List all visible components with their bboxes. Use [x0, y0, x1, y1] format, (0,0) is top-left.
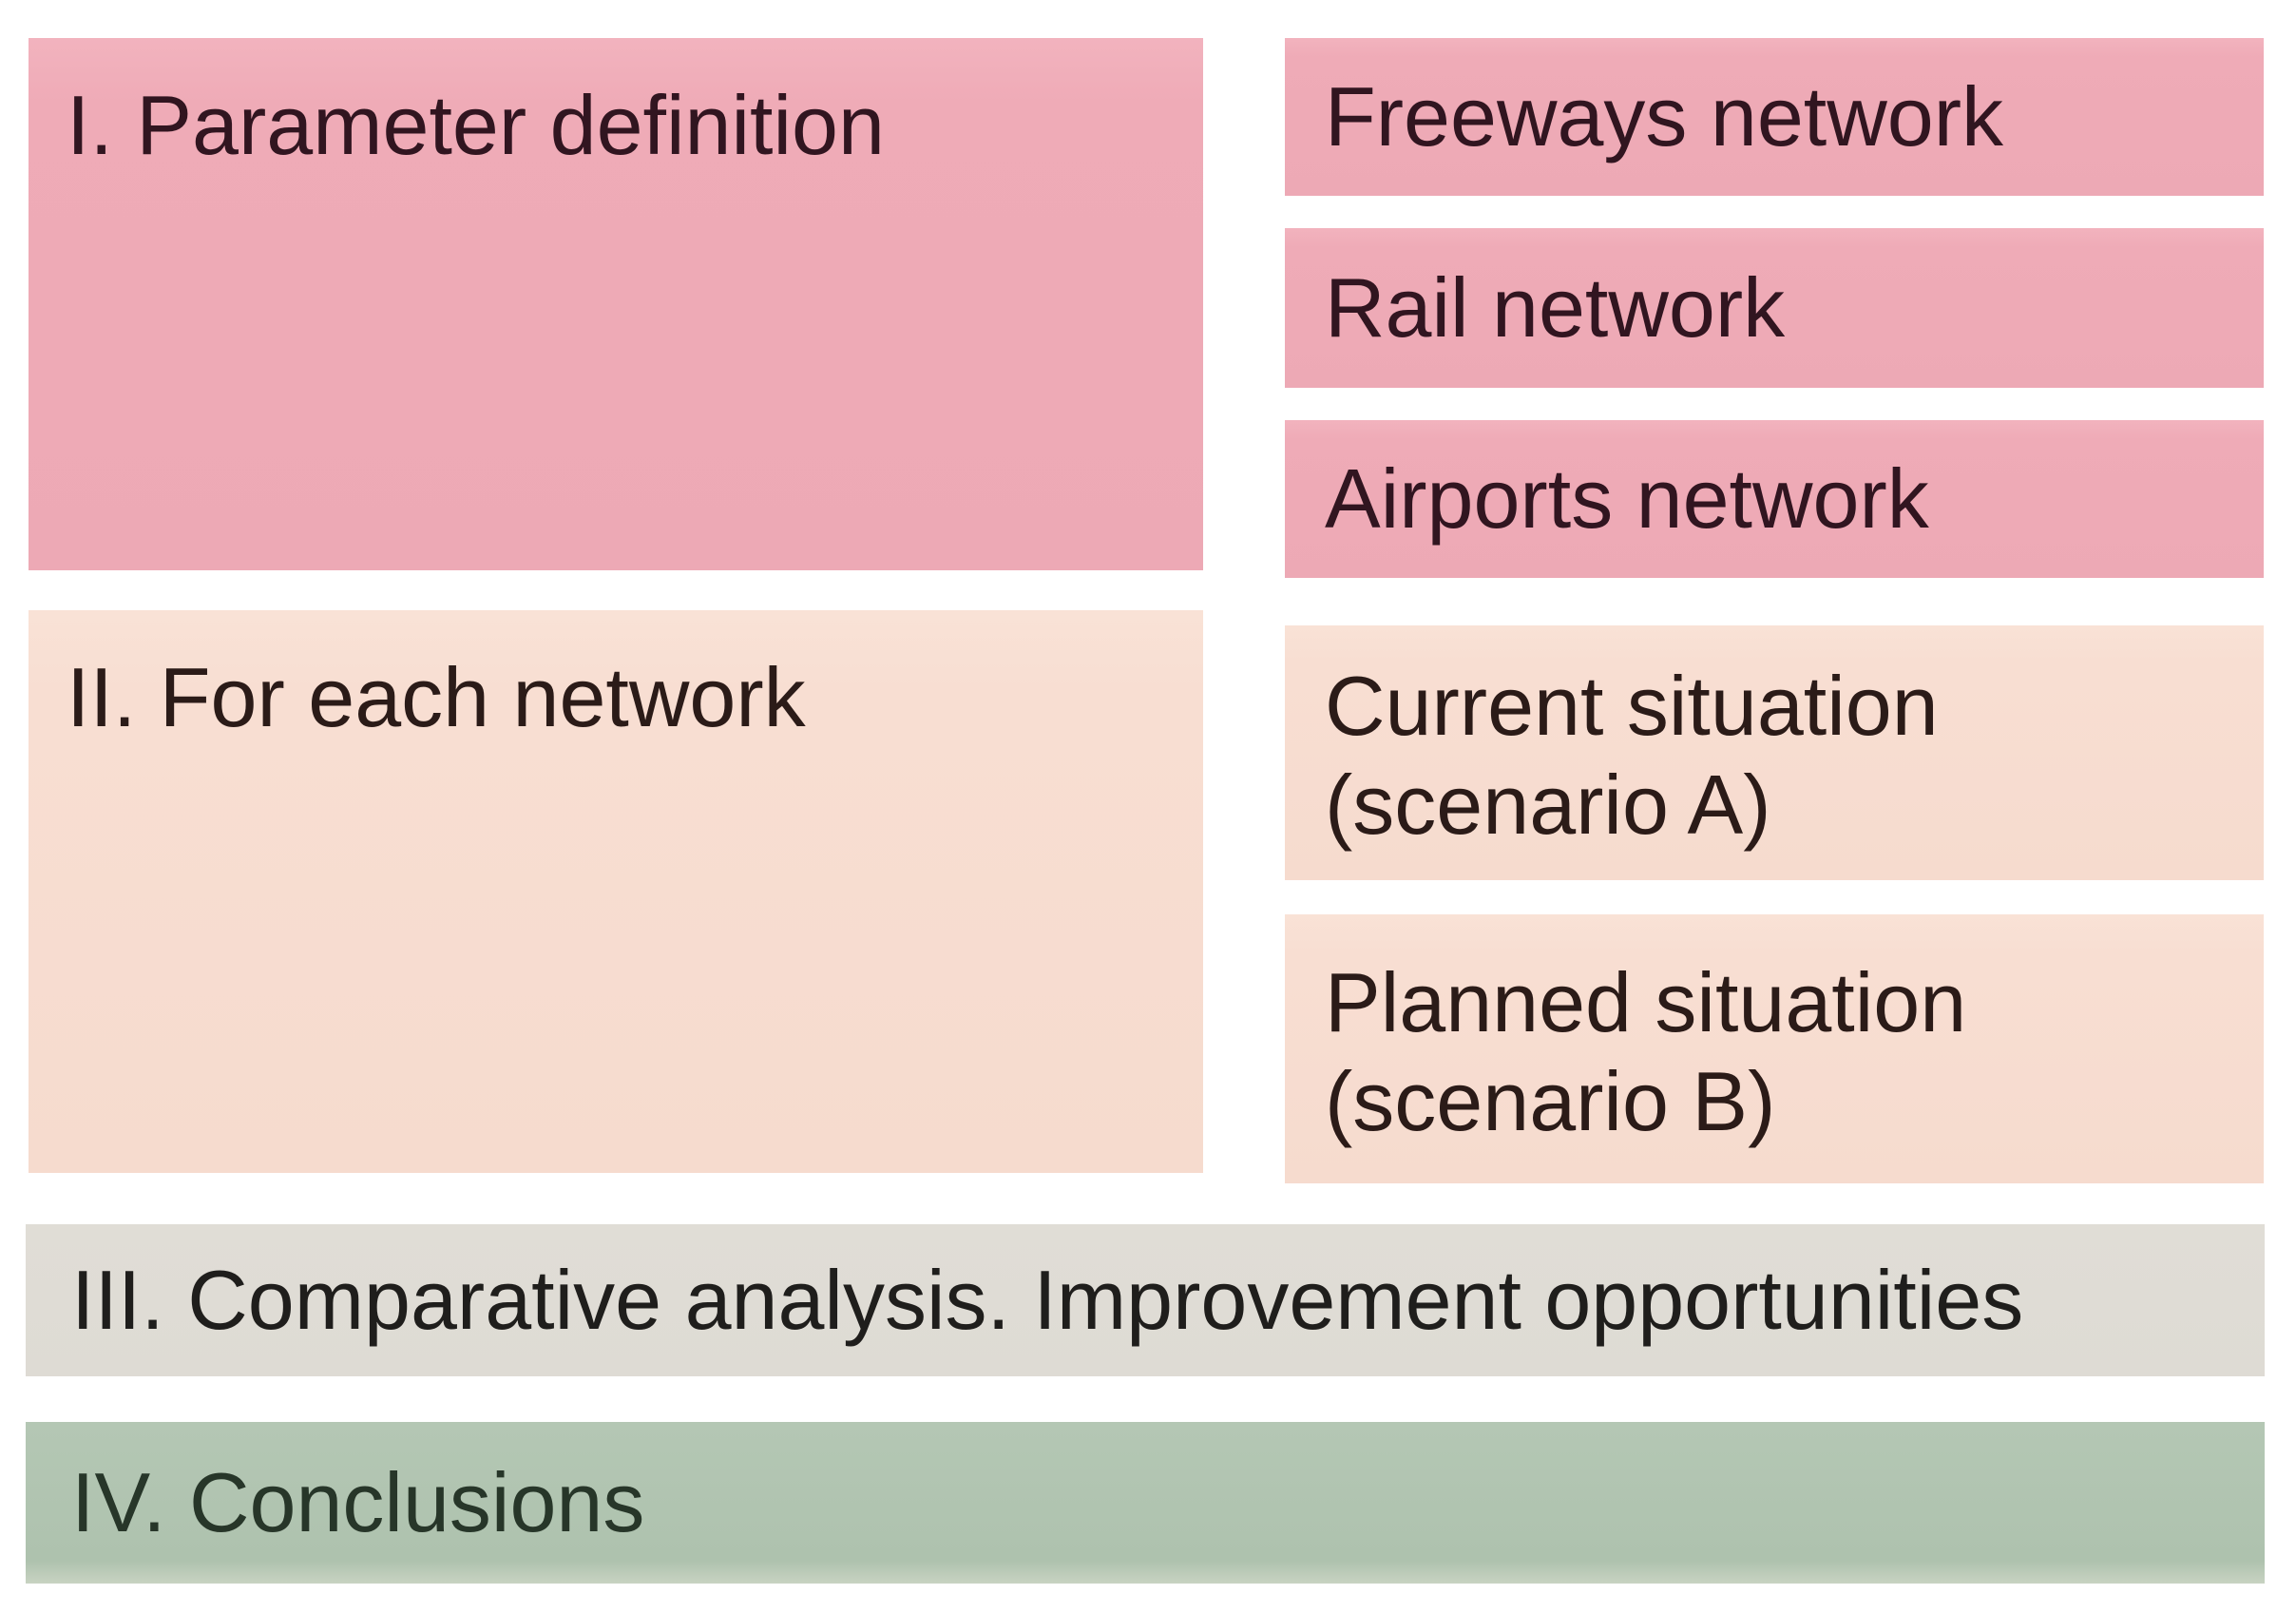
section-iii-bar: III. Comparative analysis. Improvement o… — [26, 1224, 2265, 1376]
section-ii-title: II. For each network — [67, 650, 806, 744]
section-i-title: I. Parameter definition — [67, 78, 885, 172]
rail-network-label: Rail network — [1325, 260, 1786, 355]
section-i-box: I. Parameter definition — [29, 38, 1203, 570]
airports-network-box: Airports network — [1285, 420, 2264, 578]
section-iv-title: IV. Conclusions — [71, 1455, 645, 1550]
airports-network-label: Airports network — [1325, 451, 1929, 547]
rail-network-box: Rail network — [1285, 228, 2264, 388]
current-situation-label: Current situation (scenario A) — [1325, 659, 1939, 852]
section-iv-bar: IV. Conclusions — [26, 1422, 2265, 1584]
planned-situation-label: Planned situation (scenario B) — [1325, 954, 1967, 1148]
freeways-network-label: Freeways network — [1325, 69, 2004, 164]
current-situation-box: Current situation (scenario A) — [1285, 625, 2264, 880]
freeways-network-box: Freeways network — [1285, 38, 2264, 196]
section-iii-title: III. Comparative analysis. Improvement o… — [71, 1253, 2024, 1348]
section-ii-box: II. For each network — [29, 610, 1203, 1173]
planned-situation-box: Planned situation (scenario B) — [1285, 914, 2264, 1183]
